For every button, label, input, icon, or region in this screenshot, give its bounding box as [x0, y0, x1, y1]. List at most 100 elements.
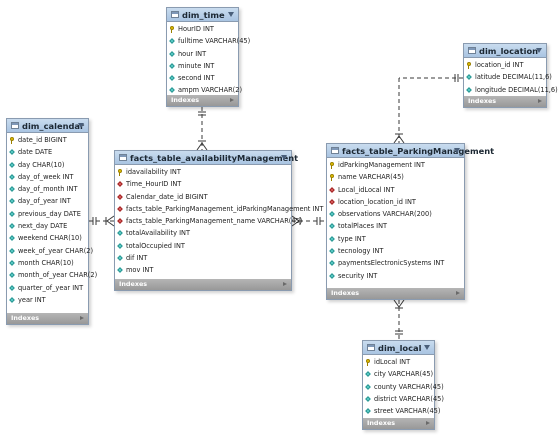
- column-row[interactable]: latitude DECIMAL(11,6): [464, 71, 552, 83]
- column-row[interactable]: year INT: [7, 294, 88, 306]
- indexes-section[interactable]: Indexes: [7, 313, 88, 324]
- column-row[interactable]: name VARCHAR(45): [327, 171, 464, 183]
- column-row[interactable]: county VARCHAR(45): [363, 381, 444, 393]
- column-row[interactable]: second INT: [167, 72, 238, 84]
- column-label: location_id INT: [475, 61, 524, 69]
- table-dim-location[interactable]: dim_location location_id INT latitude DECI…: [463, 43, 558, 108]
- column-row[interactable]: security INT: [327, 270, 464, 282]
- column-row[interactable]: type INT: [327, 233, 464, 245]
- column-label: month_of_year CHAR(2): [18, 271, 98, 280]
- column-row[interactable]: Local_idLocal INT: [327, 184, 464, 196]
- column-label: weekend CHAR(10): [18, 234, 82, 243]
- table-header[interactable]: dim_time: [167, 8, 238, 22]
- column-row[interactable]: date_id BIGINT: [7, 134, 88, 146]
- column-row[interactable]: idParkingManagement INT: [327, 159, 464, 171]
- column-row[interactable]: day_of_week INT: [7, 171, 88, 183]
- column-icon: [9, 272, 15, 279]
- collapse-arrow-icon[interactable]: [228, 12, 234, 17]
- column-row[interactable]: day_of_year INT: [7, 195, 88, 207]
- indexes-section[interactable]: Indexes: [115, 279, 291, 290]
- expand-arrow-icon[interactable]: [283, 282, 287, 286]
- column-row[interactable]: tecnology INT: [327, 245, 464, 257]
- column-row[interactable]: totalPlaces INT: [327, 220, 464, 232]
- column-row[interactable]: day_of_month INT: [7, 183, 88, 195]
- column-row[interactable]: totalOccupied INT: [115, 240, 291, 252]
- column-row[interactable]: district VARCHAR(45): [363, 393, 444, 405]
- column-row[interactable]: Calendar_date_id BIGINT: [115, 191, 291, 203]
- column-row[interactable]: minute INT: [167, 60, 238, 72]
- column-row[interactable]: Time_HourID INT: [115, 178, 291, 190]
- column-row[interactable]: location_id INT: [464, 59, 546, 71]
- column-row[interactable]: facts_table_ParkingManagement_name VARCH…: [115, 215, 302, 227]
- column-icon: [117, 267, 123, 274]
- table-header[interactable]: facts_table_availabilityManagement: [115, 151, 298, 165]
- column-row[interactable]: totalAvailability INT: [115, 227, 291, 239]
- column-icon: [329, 211, 335, 218]
- table-header[interactable]: dim_location: [464, 44, 546, 58]
- column-row[interactable]: week_of_year CHAR(2): [7, 245, 93, 257]
- collapse-arrow-icon[interactable]: [424, 345, 430, 350]
- column-label: Calendar_date_id BIGINT: [126, 192, 208, 201]
- collapse-arrow-icon[interactable]: [536, 48, 542, 53]
- collapse-arrow-icon[interactable]: [454, 148, 460, 153]
- indexes-section[interactable]: Indexes: [363, 418, 434, 429]
- expand-arrow-icon[interactable]: [80, 316, 84, 320]
- column-row[interactable]: ampm VARCHAR(2): [167, 84, 242, 96]
- column-row[interactable]: date DATE: [7, 146, 88, 158]
- column-row[interactable]: city VARCHAR(45): [363, 368, 434, 380]
- column-label: totalAvailability INT: [126, 229, 191, 238]
- column-label: Local_idLocal INT: [338, 185, 395, 194]
- column-row[interactable]: fulltime VARCHAR(45): [167, 35, 250, 47]
- column-row[interactable]: observations VARCHAR(200): [327, 208, 464, 220]
- column-icon: [365, 383, 371, 390]
- column-row[interactable]: hour INT: [167, 48, 238, 60]
- column-row[interactable]: street VARCHAR(45): [363, 405, 440, 417]
- collapse-arrow-icon[interactable]: [281, 155, 287, 160]
- column-icon: [169, 38, 175, 45]
- column-row[interactable]: weekend CHAR(10): [7, 232, 88, 244]
- column-row[interactable]: paymentsElectronicSystems INT: [327, 257, 464, 269]
- column-row[interactable]: previous_day DATE: [7, 208, 88, 220]
- column-icon: [9, 284, 15, 291]
- column-label: longitude DECIMAL(11,6): [475, 85, 558, 94]
- collapse-arrow-icon[interactable]: [78, 123, 84, 128]
- table-header[interactable]: dim_calendar: [7, 119, 88, 133]
- expand-arrow-icon[interactable]: [426, 421, 430, 425]
- expand-arrow-icon[interactable]: [230, 98, 234, 102]
- column-row[interactable]: location_location_id INT: [327, 196, 464, 208]
- column-row[interactable]: month CHAR(10): [7, 257, 88, 269]
- column-row[interactable]: mov INT: [115, 264, 291, 276]
- table-icon: [119, 154, 127, 161]
- column-label: dif INT: [126, 254, 148, 263]
- column-row[interactable]: facts_table_ParkingManagement_idParkingM…: [115, 203, 323, 215]
- column-row[interactable]: HourID INT: [167, 23, 238, 35]
- expand-arrow-icon[interactable]: [456, 291, 460, 295]
- column-row[interactable]: dif INT: [115, 252, 291, 264]
- indexes-label: Indexes: [11, 314, 40, 322]
- column-icon: [9, 210, 15, 217]
- column-row[interactable]: month_of_year CHAR(2): [7, 269, 97, 281]
- indexes-section[interactable]: Indexes: [167, 95, 238, 106]
- foreign-key-icon: [117, 218, 123, 225]
- column-label: paymentsElectronicSystems INT: [338, 259, 445, 268]
- column-row[interactable]: day CHAR(10): [7, 159, 88, 171]
- column-row[interactable]: longitude DECIMAL(11,6): [464, 84, 558, 96]
- table-header[interactable]: facts_table_ParkingManagement: [327, 144, 494, 158]
- indexes-section[interactable]: Indexes: [327, 288, 464, 299]
- column-label: Time_HourID INT: [126, 180, 182, 189]
- column-label: day CHAR(10): [18, 160, 65, 169]
- column-row[interactable]: quarter_of_year INT: [7, 282, 88, 294]
- expand-arrow-icon[interactable]: [538, 99, 542, 103]
- column-row[interactable]: next_day DATE: [7, 220, 88, 232]
- column-row[interactable]: idLocal INT: [363, 356, 434, 368]
- table-header[interactable]: dim_local: [363, 341, 434, 355]
- column-icon: [9, 223, 15, 229]
- indexes-section[interactable]: Indexes: [464, 96, 546, 107]
- column-row[interactable]: idavailability INT: [115, 166, 291, 178]
